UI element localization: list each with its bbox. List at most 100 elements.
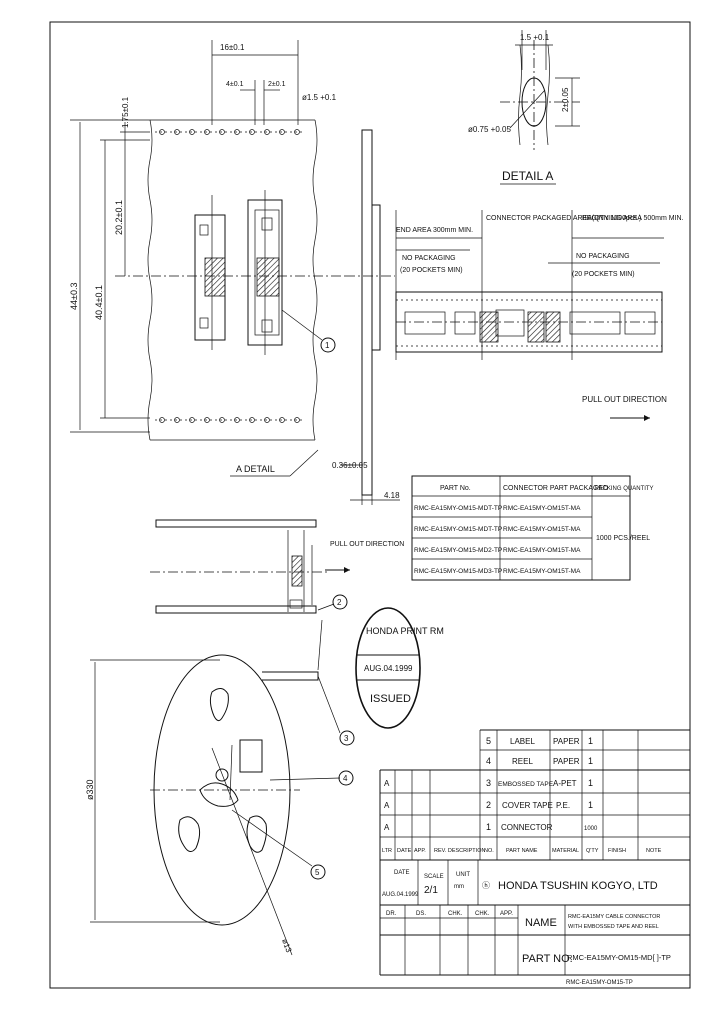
beginning-area-label: BEGINNING AREA 500mm MIN. bbox=[582, 215, 684, 222]
dim-detail-r: ø0.75 +0.05 bbox=[468, 125, 511, 134]
title-block bbox=[379, 860, 690, 976]
no-packaging-left: NO PACKAGING bbox=[402, 255, 456, 262]
bom-row-4-name: REEL bbox=[512, 757, 533, 766]
qty-row-2-conn: RMC-EA15MY-OM15T-MA bbox=[503, 526, 581, 533]
qty-row-1-part: RMC-EA15MY-OM15-MDT-TP bbox=[414, 505, 502, 512]
detail-a-title: DETAIL A bbox=[502, 169, 553, 183]
qty-row-3-part: RMC-EA15MY-OM15-MD2-TP bbox=[414, 547, 502, 554]
tb-drawing-no: RMC-EA15MY-OM15-TP bbox=[566, 980, 633, 986]
qty-header-connector: CONNECTOR PART PACKAGED bbox=[503, 485, 608, 492]
tb-ds: DS. bbox=[416, 911, 426, 917]
bom-row-4-mat: PAPER bbox=[553, 757, 580, 766]
tb-app: APP. bbox=[500, 911, 513, 917]
bom-hdr-finish: FINISH bbox=[608, 848, 626, 854]
drawing-border bbox=[49, 21, 691, 989]
bom-row-1-name: CONNECTOR bbox=[501, 823, 553, 832]
end-area-label: END AREA 300mm MIN. bbox=[396, 227, 473, 234]
qty-header-qty: PACKING QUANTITY bbox=[595, 486, 654, 492]
pockets-left: (20 POCKETS MIN) bbox=[400, 267, 463, 274]
dim-4: 4±0.1 bbox=[226, 81, 244, 88]
tb-scale-label: SCALE bbox=[424, 874, 444, 880]
dim-2: 2±0.1 bbox=[268, 81, 286, 88]
bom-row-3-qty: 1 bbox=[588, 778, 593, 788]
bubble-4: 4 bbox=[343, 774, 348, 783]
bom-hdr-material: MATERIAL bbox=[552, 848, 579, 854]
tb-company: HONDA TSUSHIN KOGYO, LTD bbox=[498, 880, 658, 892]
bom-hdr-qty: Q'TY bbox=[586, 848, 599, 854]
stamp-issued: ISSUED bbox=[370, 693, 411, 705]
dim-44: 44±0.3 bbox=[69, 283, 79, 310]
pockets-right: (20 POCKETS MIN) bbox=[572, 271, 635, 278]
bubble-3: 3 bbox=[344, 734, 349, 743]
bom-row-2-no: 2 bbox=[486, 800, 491, 810]
tb-company-prefix: ⓗ bbox=[482, 881, 490, 890]
bubble-2-top: 2 bbox=[337, 598, 342, 607]
tb-partno: RMC-EA15MY-OM15-MD[ ]-TP bbox=[567, 953, 671, 962]
bom-table bbox=[379, 729, 690, 861]
qty-row-1-conn: RMC-EA15MY-OM15T-MA bbox=[503, 505, 581, 512]
tape-side-view bbox=[340, 129, 400, 505]
tb-chk1: CHK. bbox=[448, 911, 463, 917]
pull-out-label-left: PULL OUT DIRECTION bbox=[330, 541, 404, 548]
bom-row-2-qty: 1 bbox=[588, 800, 593, 810]
no-packaging-right: NO PACKAGING bbox=[576, 253, 630, 260]
bom-row-3-no: 3 bbox=[486, 778, 491, 788]
dim-detail-h: 2±0.05 bbox=[561, 87, 570, 112]
bom-hdr-app: APP. bbox=[414, 848, 426, 854]
bom-hdr-note: NOTE bbox=[646, 848, 662, 854]
tb-name-label: NAME bbox=[525, 917, 557, 929]
rev-mark-3: A bbox=[384, 823, 390, 832]
bom-row-3-name: EMBOSSED TAPE bbox=[498, 781, 554, 788]
rev-mark-1: A bbox=[384, 779, 390, 788]
qty-header-part: PART No. bbox=[440, 485, 471, 492]
tb-chk2: CHK. bbox=[475, 911, 490, 917]
bom-row-1-qty: 1000 bbox=[584, 826, 598, 832]
bom-hdr-ltr: LTR bbox=[382, 848, 392, 854]
bubble-5: 5 bbox=[315, 868, 320, 877]
bom-row-5-mat: PAPER bbox=[553, 737, 580, 746]
bom-row-4-no: 4 bbox=[486, 756, 491, 766]
tb-dr: DR. bbox=[386, 911, 397, 917]
tb-unit: mm bbox=[454, 884, 464, 890]
tb-scale: 2/1 bbox=[424, 885, 438, 896]
dim-0-36: 0.36±0.05 bbox=[332, 461, 368, 470]
quantity-table bbox=[411, 475, 631, 581]
bom-row-4-qty: 1 bbox=[588, 756, 593, 766]
qty-row-2-part: RMC-EA15MY-OM15-MDT-TP bbox=[414, 526, 502, 533]
dim-1-75: 1.75±0.1 bbox=[121, 96, 130, 128]
sprocket-holes-top bbox=[155, 129, 305, 135]
tape-strip-view bbox=[395, 210, 664, 421]
bom-row-3-mat: A-PET bbox=[553, 779, 577, 788]
dim-detail-w: 1.5 +0.1 bbox=[520, 33, 550, 42]
detail-a-view bbox=[500, 30, 580, 150]
bom-hdr-rev: REV. DESCRIPTION bbox=[434, 848, 485, 854]
bom-row-5-qty: 1 bbox=[588, 736, 593, 746]
sprocket-holes-bottom bbox=[155, 417, 305, 423]
bom-row-1-no: 1 bbox=[486, 822, 491, 832]
tb-date-label: DATE bbox=[394, 870, 410, 876]
tape-section-view bbox=[150, 519, 350, 614]
qty-value: 1000 PCS./REEL bbox=[596, 535, 650, 542]
dim-40-4: 40.4±0.1 bbox=[94, 285, 104, 320]
issued-stamp bbox=[355, 607, 421, 729]
qty-row-4-part: RMC-EA15MY-OM15-MD3-TP bbox=[414, 568, 502, 575]
connector-packaged-label: CONNECTOR PACKAGED AREA(QTY 1000pcs.) bbox=[486, 215, 641, 222]
bom-row-2-name: COVER TAPE bbox=[502, 801, 553, 810]
stamp-date: AUG.04.1999 bbox=[364, 664, 413, 673]
reel-hub-dim: ø13 bbox=[280, 938, 293, 955]
tb-date: AUG.04.1999 bbox=[382, 892, 419, 898]
bubble-1: 1 bbox=[325, 341, 330, 350]
tb-name-line2: WITH EMBOSSED TAPE AND REEL bbox=[568, 924, 659, 930]
a-detail-label: A DETAIL bbox=[236, 464, 275, 474]
tb-partno-label: PART NO. bbox=[522, 953, 573, 965]
dim-16: 16±0.1 bbox=[220, 43, 245, 52]
reel-diameter: ø330 bbox=[85, 779, 95, 800]
rev-mark-2: A bbox=[384, 801, 390, 810]
tb-name-line1: RMC-EA15MY CABLE CONNECTOR bbox=[568, 914, 660, 920]
bom-row-5-no: 5 bbox=[486, 736, 491, 746]
bom-hdr-part-name: PART NAME bbox=[506, 848, 538, 854]
bom-hdr-date: DATE bbox=[397, 848, 412, 854]
bom-row-5-name: LABEL bbox=[510, 737, 535, 746]
bom-hdr-no: NO. bbox=[484, 848, 494, 854]
